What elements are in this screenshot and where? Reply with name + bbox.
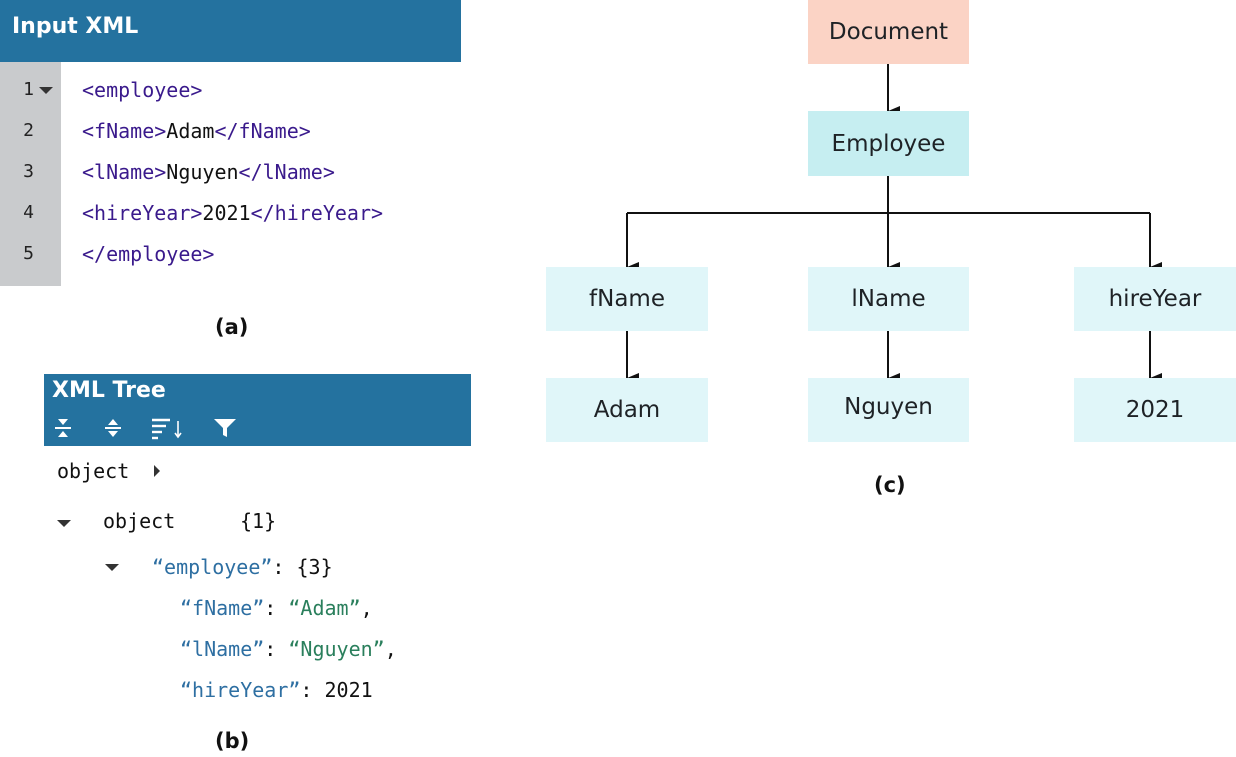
input-xml-title: Input XML	[12, 14, 139, 39]
employee-node-box: Employee	[808, 111, 969, 176]
fname-node: fName	[546, 267, 708, 331]
xml-text: Nguyen	[166, 160, 239, 184]
xml-tag: </hireYear>	[250, 201, 384, 225]
caption-a: (a)	[215, 315, 249, 339]
code-text: </employee>	[82, 242, 214, 266]
line-number: 1	[23, 79, 34, 100]
field-value: 2021	[324, 678, 373, 702]
xml-text: Adam	[166, 119, 215, 143]
fold-toggle-icon[interactable]	[39, 87, 53, 94]
code-line[interactable]: 3 <lName>Nguyen</lName>	[0, 160, 461, 201]
code-text: <hireYear>2021</hireYear>	[82, 201, 383, 225]
line-number-gutter	[0, 62, 61, 286]
xml-tag: </employee>	[82, 242, 215, 266]
xml-tag: <lName>	[82, 160, 167, 184]
code-text: <lName>Nguyen</lName>	[82, 160, 335, 184]
caption-c: (c)	[874, 473, 906, 497]
field-key: “lName”	[180, 637, 265, 661]
tree-field-row: “fName”: “Adam”,	[180, 596, 373, 620]
collapse-all-icon[interactable]	[100, 416, 126, 440]
caption-b: (b)	[215, 729, 250, 753]
sort-icon[interactable]	[150, 416, 182, 440]
line-number: 2	[23, 120, 34, 141]
employee-count: {3}	[296, 555, 333, 579]
collapse-employee-icon[interactable]	[105, 564, 119, 571]
field-key: “fName”	[180, 596, 265, 620]
lname-value-node: Nguyen	[808, 378, 969, 442]
fname-value-node: Adam	[546, 378, 708, 442]
tree-field-row: “hireYear”: 2021	[180, 678, 373, 702]
breadcrumb-arrow-icon[interactable]	[154, 465, 160, 477]
xml-tag: </lName>	[238, 160, 335, 184]
tree-field-row: “lName”: “Nguyen”,	[180, 637, 397, 661]
xml-tag: <hireYear>	[82, 201, 203, 225]
field-key: “hireYear”	[180, 678, 301, 702]
xml-tree-header: XML Tree	[44, 374, 471, 446]
xml-tree-title: XML Tree	[52, 378, 166, 403]
hireyear-node: hireYear	[1074, 267, 1236, 331]
line-number: 4	[23, 202, 34, 223]
document-node: Document	[808, 0, 969, 64]
field-separator: ,	[360, 596, 373, 620]
input-xml-panel: Input XML 1 <employee> 2 <fName>Adam</fN…	[0, 0, 461, 286]
code-line[interactable]: 5 </employee>	[0, 242, 461, 283]
hireyear-value-node: 2021	[1074, 378, 1236, 442]
expand-all-icon[interactable]	[50, 416, 76, 440]
code-text: <fName>Adam</fName>	[82, 119, 311, 143]
code-line[interactable]: 4 <hireYear>2021</hireYear>	[0, 201, 461, 242]
xml-tag: </fName>	[214, 119, 311, 143]
field-separator: ,	[384, 637, 397, 661]
xml-text: 2021	[202, 201, 251, 225]
collapse-object-icon[interactable]	[57, 520, 71, 527]
line-number: 5	[23, 243, 34, 264]
code-line[interactable]: 2 <fName>Adam</fName>	[0, 119, 461, 160]
employee-node[interactable]: “employee”: {3}	[152, 555, 333, 579]
employee-key: “employee”	[152, 555, 273, 579]
field-value: “Adam”	[288, 596, 361, 620]
line-number: 3	[23, 161, 34, 182]
breadcrumb[interactable]: object	[57, 459, 130, 483]
code-line[interactable]: 1 <employee>	[0, 78, 461, 119]
field-value: “Nguyen”	[288, 637, 385, 661]
root-object-label: object	[103, 509, 176, 533]
lname-node: lName	[808, 267, 969, 331]
xml-tag: <employee>	[82, 78, 203, 102]
input-xml-header: Input XML	[0, 0, 461, 62]
code-text: <employee>	[82, 78, 202, 102]
xml-tag: <fName>	[82, 119, 167, 143]
root-object-count: {1}	[240, 509, 277, 533]
filter-icon[interactable]	[212, 416, 238, 440]
